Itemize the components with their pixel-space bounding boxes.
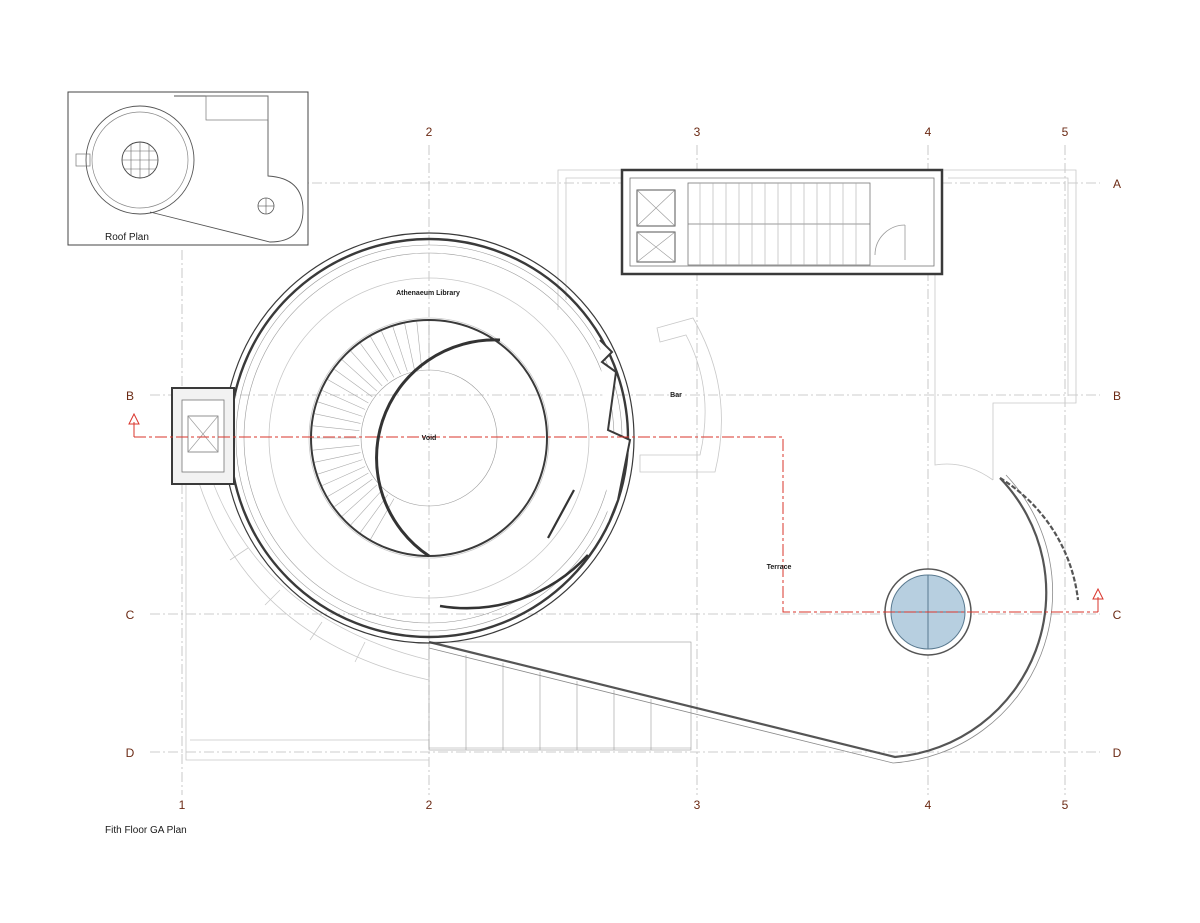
drawing-title: Fith Floor GA Plan [105,825,187,836]
spiral-stair-tread [317,401,363,417]
grid-row-c-left: C [126,608,135,622]
roof-plan-title: Roof Plan [105,232,149,243]
grid-col-5-bottom: 5 [1062,798,1069,812]
spiral-stair-tread [392,326,408,372]
spiral-stair-tread [381,330,401,375]
lower-stair [428,641,692,751]
grid-col-2-top: 2 [426,125,433,139]
spiral-stair-tread [327,472,369,497]
north-stair-core [620,168,944,276]
grid-col-3-top: 3 [694,125,701,139]
roof-plan-inset [67,91,309,246]
spiral-stair-tread [370,336,395,378]
left-curved-ramp [197,479,430,681]
glazed-curtain-wall [428,474,1080,764]
grid-row-a-right: A [1113,177,1121,191]
spiral-stair-tread [416,321,422,369]
spiral-stair-tread [312,425,360,431]
west-lift-core [171,387,235,485]
spiral-stair-tread [334,478,373,508]
grid-col-3-bottom: 3 [694,798,701,812]
grid-col-1-bottom: 1 [179,798,186,812]
label-terrace: Terrace [767,564,792,571]
grid-col-4-bottom: 4 [925,798,932,812]
grid-col-4-top: 4 [925,125,932,139]
grid-row-c-right: C [1113,608,1122,622]
spiral-stair-tread [312,445,360,451]
spiral-stair-tread [359,343,389,382]
label-athenaeum-library: Athenaeum Library [396,290,460,297]
spiral-stair-tread [341,484,378,517]
spiral-stair-tread [404,323,415,370]
label-bar: Bar [670,392,682,399]
spiral-stair-tread [350,489,383,526]
grid-row-d-right: D [1113,746,1122,760]
spiral-stair-tread [314,413,361,424]
spiral-stair-tread [341,359,378,392]
grid-col-5-top: 5 [1062,125,1069,139]
slab-outline [185,169,1077,761]
label-void: Void [422,435,437,442]
grid-row-b-right: B [1113,389,1121,403]
spiral-stair [310,319,589,610]
spiral-stair-tread [327,379,369,404]
spiral-stair-tread [317,459,363,475]
grid-col-2-bottom: 2 [426,798,433,812]
grid-row-b-left: B [126,389,134,403]
spiral-stair-tread [350,350,383,387]
spiral-stair-tread [334,368,373,398]
spiral-stair-tread [370,498,395,540]
grid-row-d-left: D [126,746,135,760]
section-cut-line [128,412,1104,613]
spiral-stair-tread [321,466,366,486]
spiral-stair-tread [321,390,366,410]
spiral-stair-tread [314,452,361,463]
